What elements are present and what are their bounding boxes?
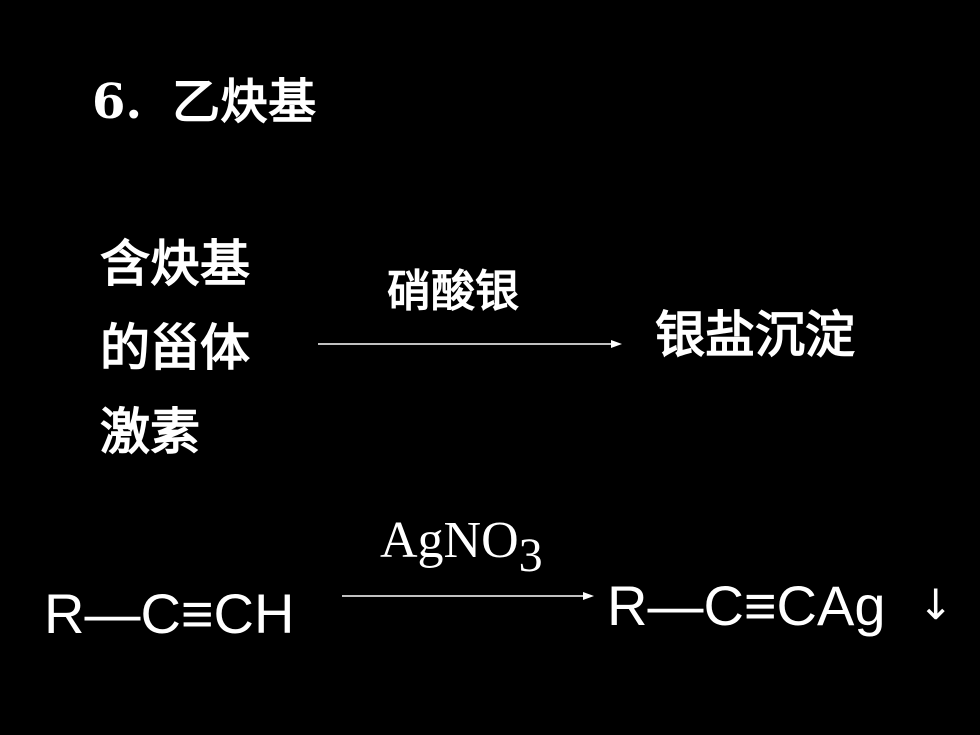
section-title: 6.乙炔基 <box>92 78 316 126</box>
reagent-label-cn: 硝酸银 <box>387 266 519 317</box>
product-formula: R—C≡CAg <box>607 574 886 637</box>
reagent-formula-text: AgNO <box>380 512 519 569</box>
reactant-line-3: 激素 <box>100 403 200 461</box>
reaction-arrow-top <box>318 340 622 348</box>
product-label-cn: 银盐沉淀 <box>655 306 855 364</box>
reactant-line-1: 含炔基 <box>100 235 250 293</box>
precipitate-arrow-icon: ↓ <box>918 580 954 629</box>
reagent-formula-subscript: 3 <box>518 529 543 582</box>
reactant-description: 含炔基 的甾体 激素 <box>100 222 250 474</box>
reagent-formula: AgNO3 <box>380 515 543 580</box>
section-number: 6. <box>92 74 143 130</box>
reaction-arrow-bottom <box>342 592 594 600</box>
reactant-formula: R—C≡CH <box>44 582 295 645</box>
reactant-line-2: 的甾体 <box>100 319 250 377</box>
section-title-text: 乙炔基 <box>172 74 317 130</box>
